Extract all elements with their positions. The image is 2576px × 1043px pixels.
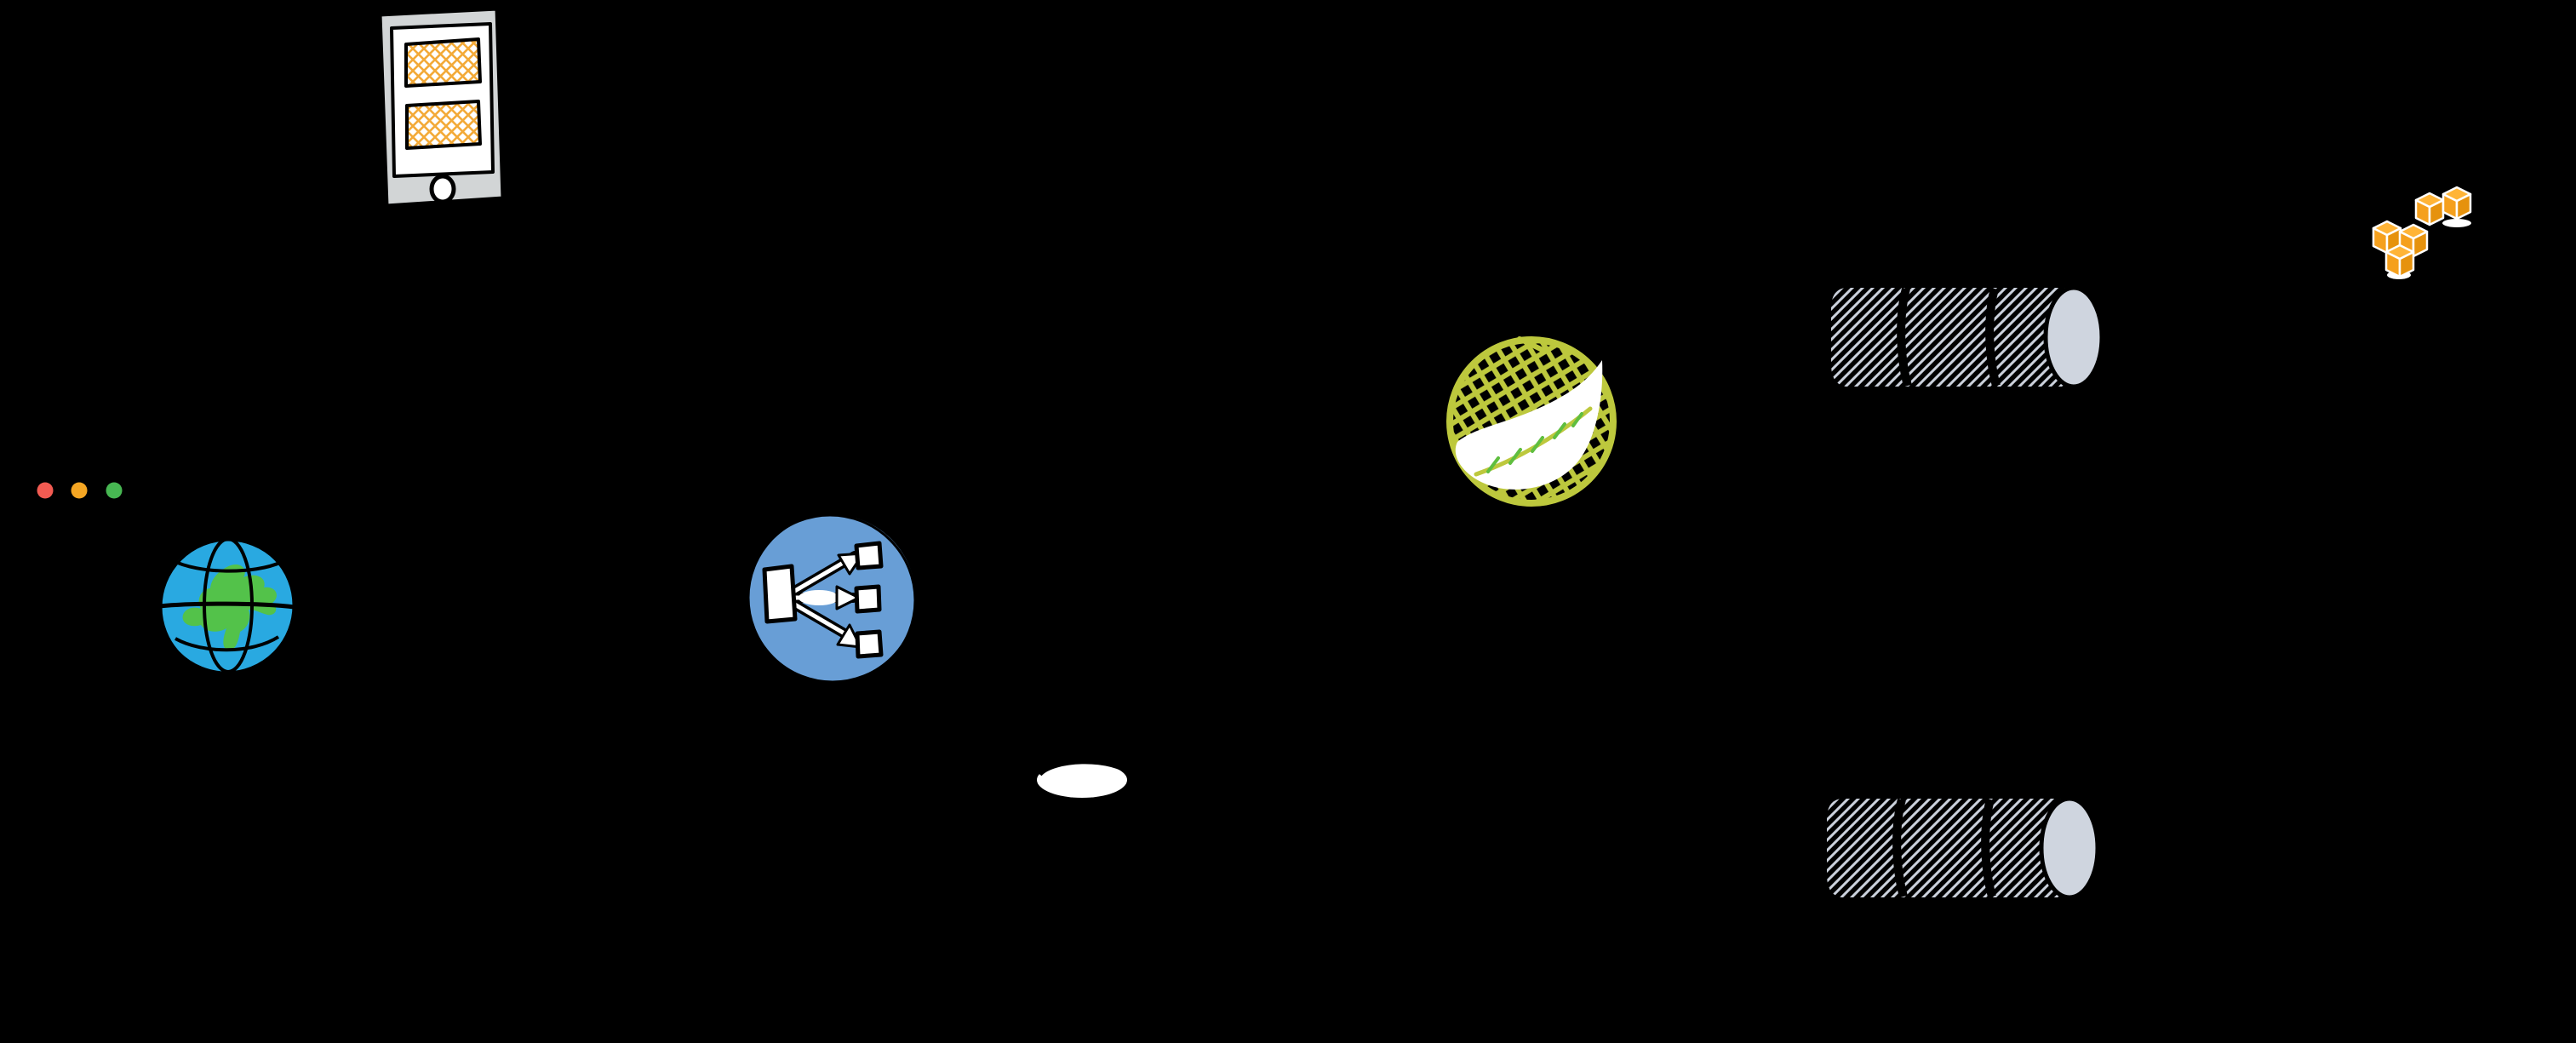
load-balancer-node: [739, 504, 928, 693]
load-balancer-target-box: [854, 541, 884, 570]
green-dot-icon: [106, 482, 123, 499]
traffic-light-dots-icon: [37, 482, 123, 499]
queue-segment-divider: [1981, 798, 1996, 898]
cylinder-top-ellipse-icon: [1037, 760, 1131, 798]
datastore-top-node: [1032, 756, 1134, 804]
queue-segment-divider: [1897, 287, 1912, 387]
load-balancer-arrows: [788, 551, 865, 649]
queue-cylinder-icon: [1831, 285, 2104, 389]
datastore-top-outline-sketch: [1039, 760, 1131, 777]
queue-body-hatched: [1827, 799, 2068, 897]
mobile-app-node: [369, 4, 513, 213]
queue-end-cap: [2039, 796, 2100, 900]
load-balancer-target-box: [854, 584, 882, 614]
aws-cube: [2384, 244, 2415, 278]
load-balancer-source-box: [762, 564, 798, 624]
globe-parallel-top: [171, 559, 283, 573]
aws-cube: [2414, 192, 2445, 226]
spring-leaf-icon: [1446, 336, 1617, 507]
load-balancer-target-box: [855, 629, 884, 659]
aws-cubes-icon: [2372, 186, 2472, 279]
browser-window-node: [26, 473, 136, 511]
message-queue-upper-node: [1820, 279, 2114, 398]
aws-cloud-node: [2368, 184, 2483, 286]
aws-cube: [2441, 186, 2472, 221]
globe-equator-line: [158, 601, 295, 610]
message-queue-lower-node: [1816, 790, 2109, 909]
globe-icon: [156, 535, 297, 676]
queue-segment-divider: [1892, 798, 1908, 898]
globe-parallel-bottom: [175, 635, 280, 652]
smartphone-icon: [377, 6, 506, 209]
globe-outline-sketch: [159, 538, 297, 676]
load-balancer-icon: [743, 510, 920, 687]
phone-content-block: [404, 37, 482, 88]
spring-service-node: [1440, 334, 1628, 517]
spring-leaf-shape: [1455, 360, 1603, 490]
red-dot-icon: [37, 482, 54, 499]
queue-end-cap: [2043, 285, 2104, 389]
amber-dot-icon: [71, 482, 88, 499]
spring-leaf-vein-ticks: [1486, 412, 1583, 473]
queue-segment-divider: [1985, 287, 2001, 387]
phone-content-block: [405, 100, 482, 150]
load-balancer-circle-sketch: [743, 513, 917, 687]
spring-sketch-stray-stroke: [1517, 336, 1547, 353]
datastore-top-ellipse: [1037, 762, 1127, 798]
queue-cylinder-icon: [1827, 796, 2100, 900]
cube-highlight: [2442, 219, 2471, 227]
internet-node: [152, 530, 305, 683]
queue-body-hatched: [1831, 288, 2072, 387]
phone-home-button: [429, 174, 456, 204]
